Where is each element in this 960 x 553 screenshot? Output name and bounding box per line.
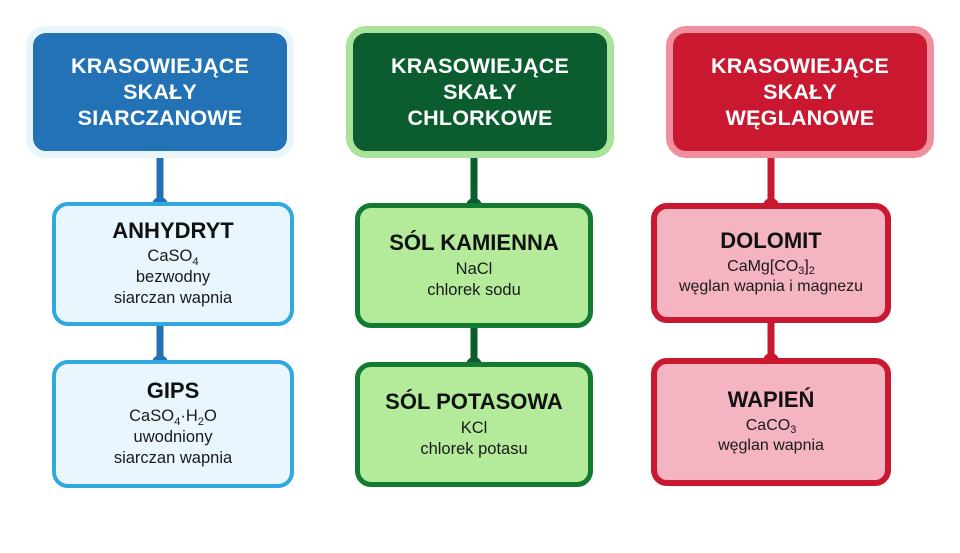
connector-chloride-2 <box>464 326 484 373</box>
connector-sulfate-2 <box>150 322 170 371</box>
rock-desc-anhydryt: CaSO4 bezwodny siarczan wapnia <box>114 246 232 308</box>
category-header-chloride: KRASOWIEJĄCE SKAŁY CHLORKOWE <box>346 26 614 158</box>
connector-stem <box>156 322 164 364</box>
connector-sulfate-1 <box>150 156 170 213</box>
column-carbonate: KRASOWIEJĄCE SKAŁY WĘGLANOWE DOLOMIT CaM… <box>640 0 960 553</box>
category-header-sulfate-line2: SIARCZANOWE <box>77 106 243 131</box>
rock-name-anhydryt: ANHYDRYT <box>112 218 234 244</box>
rock-desc-line1: chlorek potasu <box>420 439 528 458</box>
category-header-carbonate-title: KRASOWIEJĄCE SKAŁY WĘGLANOWE <box>685 53 915 132</box>
rock-desc-line1: bezwodny <box>135 268 211 287</box>
rock-name-sol-potasowa: SÓL POTASOWA <box>385 388 563 414</box>
category-header-chloride-line1: KRASOWIEJĄCE SKAŁY <box>390 53 569 104</box>
rock-desc-wapien: CaCO3 węglan wapnia <box>718 416 824 456</box>
rock-desc-line2: siarczan wapnia <box>113 288 233 307</box>
rock-desc-gips: CaSO4·H2O uwodniony siarczan wapnia <box>114 406 232 468</box>
column-sulfate: KRASOWIEJĄCE SKAŁY SIARCZANOWE ANHYDRYT … <box>0 0 320 553</box>
connector-stem <box>767 156 775 207</box>
connector-stem <box>470 326 478 366</box>
rock-desc-sol-kamienna: NaCl chlorek sodu <box>427 259 521 301</box>
category-header-carbonate: KRASOWIEJĄCE SKAŁY WĘGLANOWE <box>666 26 934 158</box>
category-header-carbonate-line2: WĘGLANOWE <box>725 106 875 131</box>
connector-carbonate-2 <box>761 320 781 369</box>
category-header-chloride-title: KRASOWIEJĄCE SKAŁY CHLORKOWE <box>365 53 595 132</box>
rock-box-anhydryt: ANHYDRYT CaSO4 bezwodny siarczan wapnia <box>52 202 294 326</box>
connector-stem <box>156 156 164 206</box>
rock-desc-line1: węglan wapnia i magnezu <box>678 278 864 296</box>
rock-name-wapien: WAPIEŃ <box>727 386 815 412</box>
rock-name-gips: GIPS <box>146 378 200 404</box>
connector-stem <box>470 155 478 207</box>
rock-box-dolomit: DOLOMIT CaMg[CO3]2 węglan wapnia i magne… <box>651 203 891 323</box>
rock-box-wapien: WAPIEŃ CaCO3 węglan wapnia <box>651 358 891 486</box>
rock-formula-anhydryt: CaSO4 <box>147 247 199 268</box>
rock-formula-gips: CaSO4·H2O <box>129 407 217 428</box>
rock-name-dolomit: DOLOMIT <box>720 227 822 253</box>
category-header-carbonate-line1: KRASOWIEJĄCE SKAŁY <box>710 53 889 104</box>
category-header-sulfate: KRASOWIEJĄCE SKAŁY SIARCZANOWE <box>26 26 294 158</box>
rock-box-sol-potasowa: SÓL POTASOWA KCl chlorek potasu <box>355 362 593 487</box>
rock-name-sol-kamienna: SÓL KAMIENNA <box>389 229 559 255</box>
rock-box-sol-kamienna: SÓL KAMIENNA NaCl chlorek sodu <box>355 203 593 328</box>
rock-desc-sol-potasowa: KCl chlorek potasu <box>420 418 527 460</box>
category-header-sulfate-title: KRASOWIEJĄCE SKAŁY SIARCZANOWE <box>45 53 275 132</box>
rock-formula-sol-potasowa: KCl <box>460 418 488 437</box>
category-header-sulfate-line1: KRASOWIEJĄCE SKAŁY <box>70 53 249 104</box>
column-chloride: KRASOWIEJĄCE SKAŁY CHLORKOWE SÓL KAMIENN… <box>320 0 640 553</box>
rock-desc-line1: uwodniony <box>133 428 213 447</box>
rock-desc-line1: chlorek sodu <box>427 280 521 299</box>
category-header-chloride-line2: CHLORKOWE <box>407 106 553 131</box>
rock-formula-sol-kamienna: NaCl <box>455 259 493 278</box>
connector-chloride-1 <box>464 155 484 214</box>
rock-formula-wapien: CaCO3 <box>745 416 797 436</box>
rock-desc-dolomit: CaMg[CO3]2 węglan wapnia i magnezu <box>679 257 863 297</box>
connector-stem <box>767 320 775 362</box>
connector-carbonate-1 <box>761 156 781 214</box>
rock-desc-line2: siarczan wapnia <box>113 448 233 467</box>
rock-desc-line1: węglan wapnia <box>718 437 824 455</box>
rock-formula-dolomit: CaMg[CO3]2 <box>727 257 815 277</box>
rock-box-gips: GIPS CaSO4·H2O uwodniony siarczan wapnia <box>52 360 294 488</box>
